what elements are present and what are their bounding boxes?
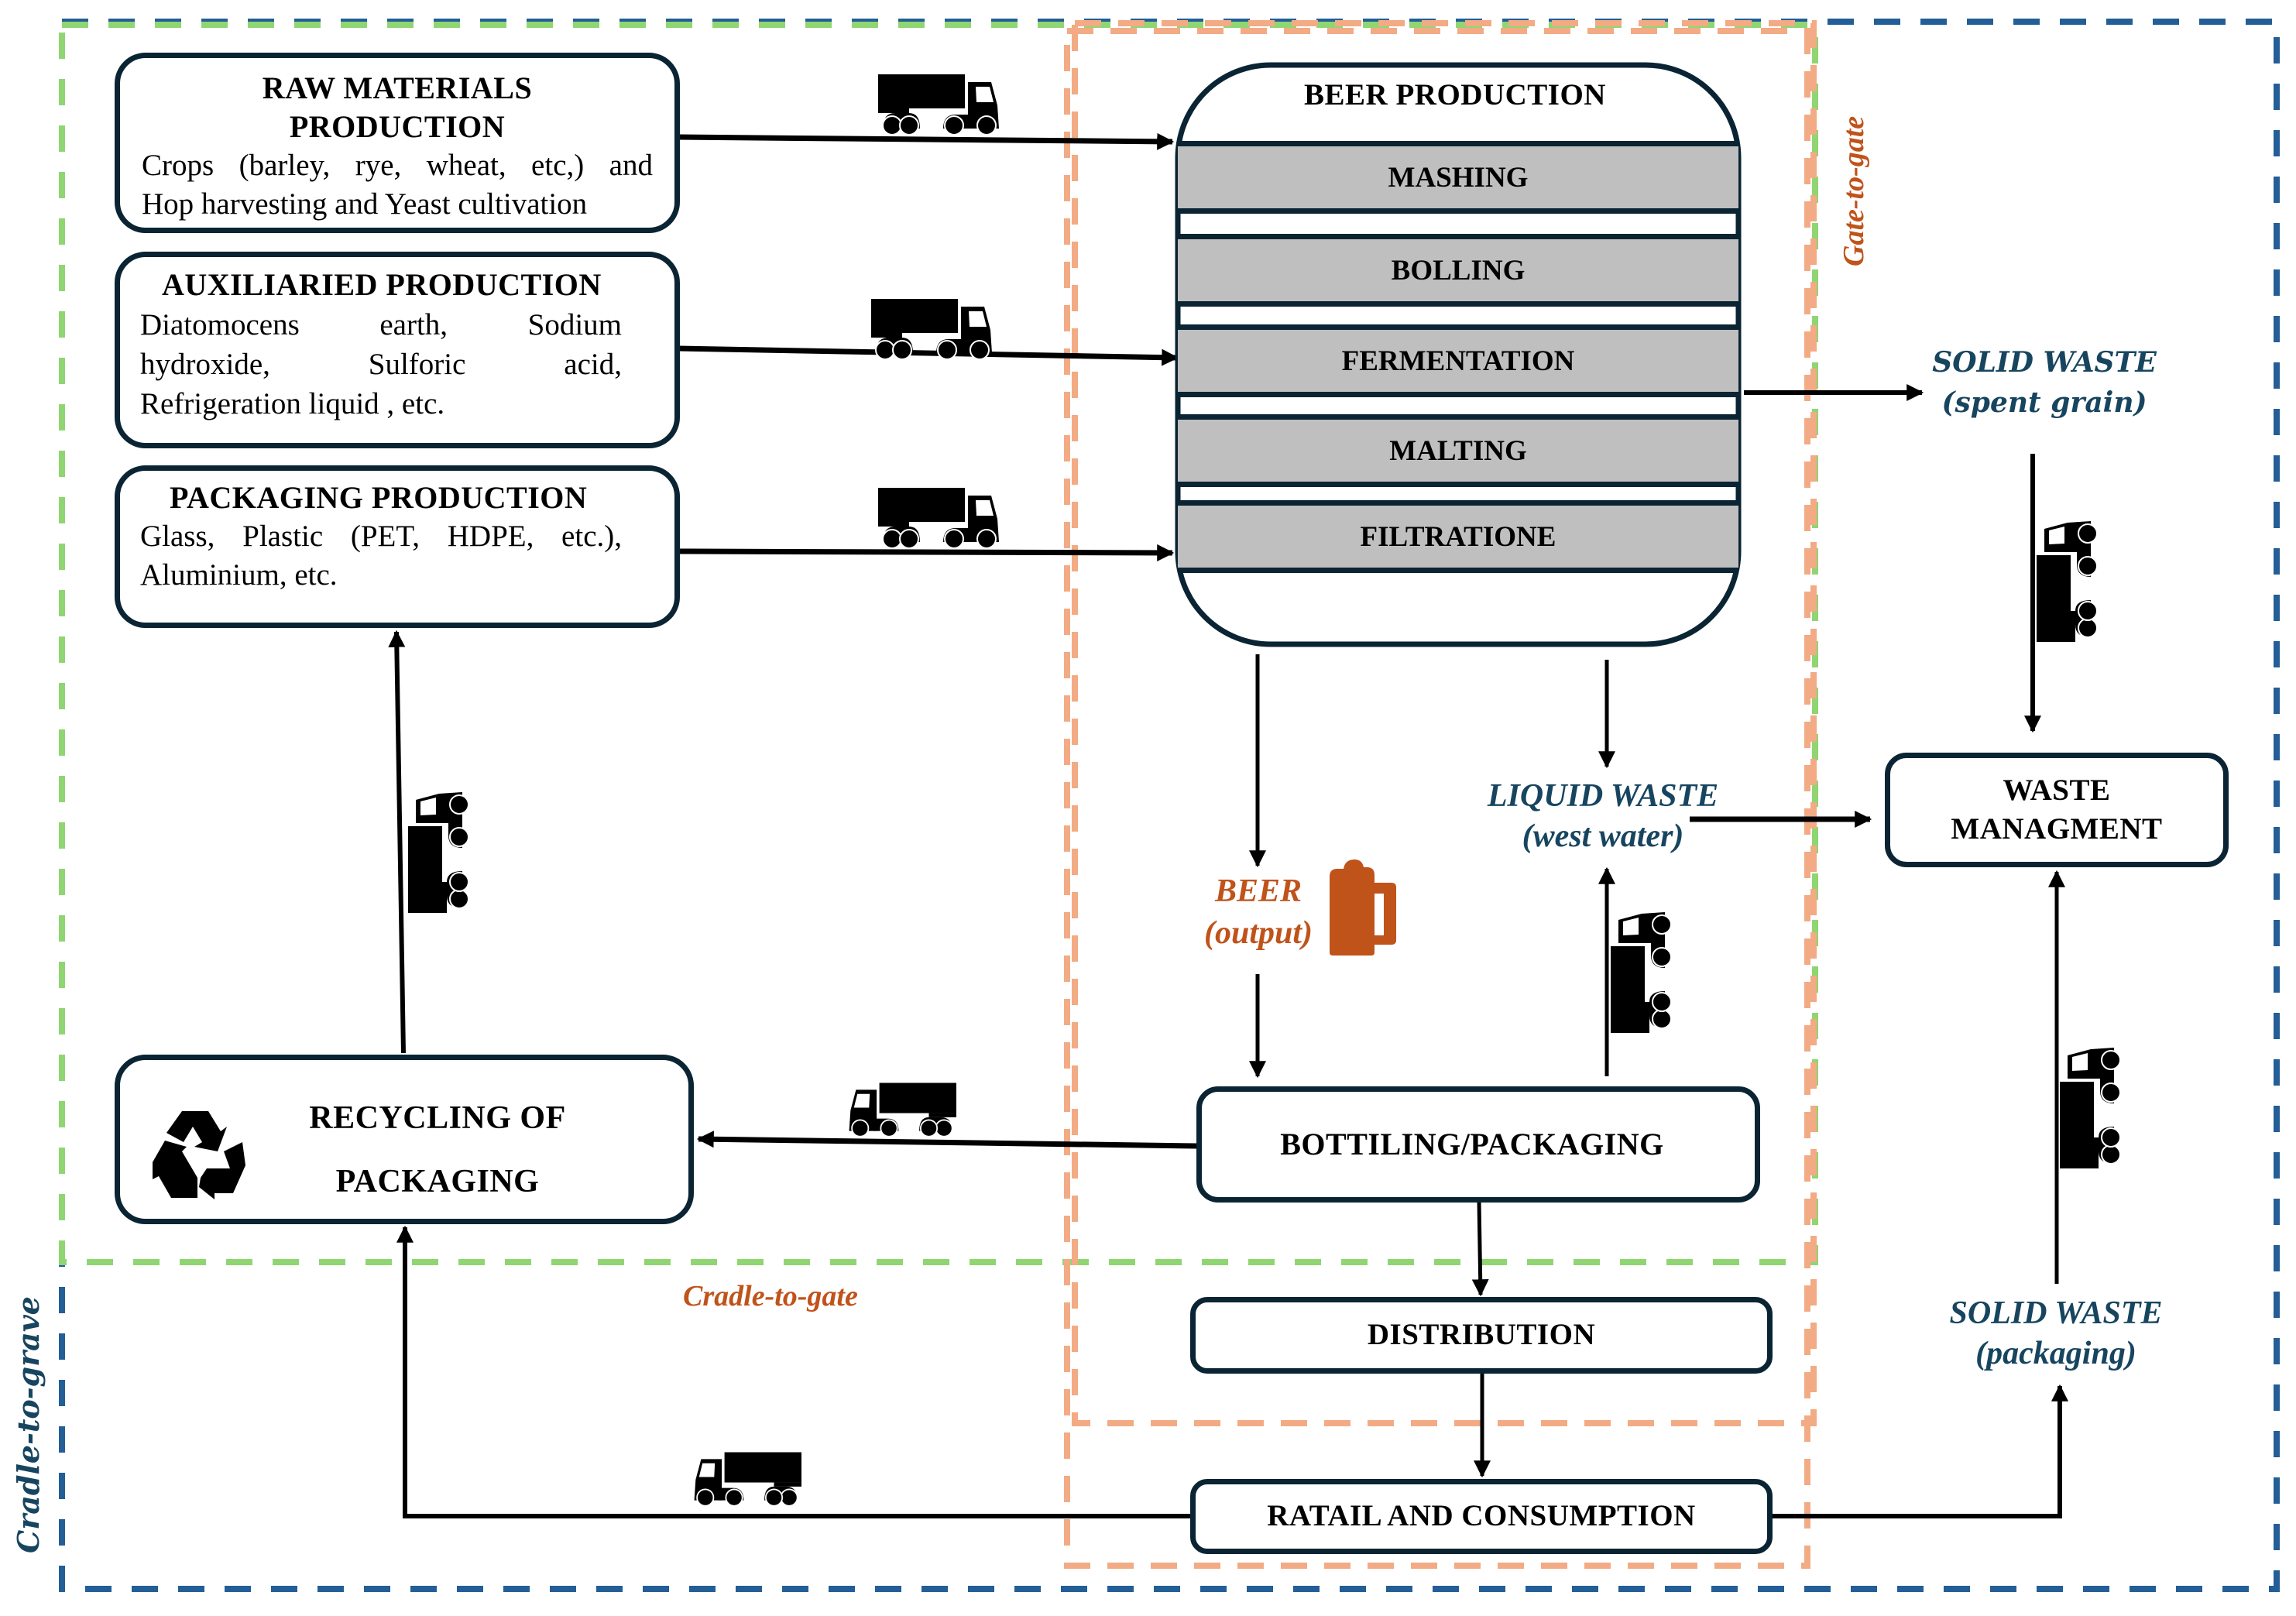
retail-consumption-label: RATAIL AND CONSUMPTION: [1267, 1499, 1696, 1533]
raw-materials-title-line1: RAW MATERIALS: [262, 70, 533, 105]
truck-icon: [870, 299, 994, 361]
auxiliary-body-line3: Refrigeration liquid , etc.: [140, 387, 445, 420]
stage-fermentation-label: FERMENTATION: [1341, 345, 1575, 377]
beer-mug-icon: [1330, 859, 1396, 956]
solid-waste-packaging-line2: (packaging): [1975, 1336, 2136, 1371]
arrow-bottling-to-recycling: [696, 1131, 1197, 1149]
bottling-packaging-box[interactable]: BOTTILING/PACKAGING: [1196, 1086, 1760, 1203]
arrow-raw-to-beer: [678, 132, 1175, 150]
arrow-bottling-to-distribution: [1471, 1200, 1489, 1297]
truck-icon: [2060, 1046, 2122, 1169]
beer-output-line2: (output): [1203, 915, 1313, 951]
packaging-body: Glass, Plastic (PET, HDPE, etc.), Alumin…: [140, 517, 622, 595]
distribution-box[interactable]: DISTRIBUTION: [1190, 1297, 1773, 1374]
raw-materials-box[interactable]: RAW MATERIALS PRODUCTION Crops (barley, …: [115, 53, 680, 233]
stage-mashing[interactable]: MASHING: [1178, 141, 1738, 214]
liquid-waste-label: LIQUID WASTE (west water): [1471, 776, 1735, 856]
solid-waste-packaging-label: SOLID WASTE (packaging): [1920, 1293, 2191, 1374]
auxiliary-body-line1: Diatomocens earth, Sodium: [140, 308, 622, 341]
stage-filtratione-label: FILTRATIONE: [1360, 520, 1556, 553]
raw-materials-title-line2: PRODUCTION: [289, 109, 506, 144]
distribution-retail-boundary: [1064, 28, 1810, 1569]
solid-waste-packaging-line1: SOLID WASTE: [1949, 1295, 2163, 1331]
solid-waste-grain-label: SOLID WASTE (spent grain): [1913, 342, 2176, 423]
truck-icon: [408, 791, 470, 914]
beer-production-title: BEER PRODUCTION: [1304, 78, 1606, 112]
arrow-pack-to-beer: [678, 544, 1175, 561]
arrow-retail-to-recycling: [396, 1225, 1190, 1518]
cradle-to-grave-label: Cradle-to-grave: [11, 1296, 46, 1553]
stage-bolling-label: BOLLING: [1391, 254, 1526, 286]
distribution-label: DISTRIBUTION: [1367, 1318, 1596, 1352]
stage-malting[interactable]: MALTING: [1178, 414, 1738, 487]
cradle-to-grave-boundary: [59, 19, 2280, 1592]
recycling-packaging-box[interactable]: RECYCLING OF PACKAGING: [115, 1055, 694, 1224]
solid-waste-grain-line1: SOLID WASTE: [1932, 346, 2157, 379]
recycling-line2: PACKAGING: [335, 1164, 540, 1199]
liquid-waste-line2: (west water): [1522, 818, 1684, 854]
stage-fermentation[interactable]: FERMENTATION: [1178, 324, 1738, 397]
arrow-aux-to-beer: [678, 345, 1179, 366]
raw-materials-body-line1: Crops (barley, rye, wheat, etc,) and: [142, 149, 653, 182]
arrow-recycling-to-packaging: [388, 630, 406, 1054]
stage-filtratione[interactable]: FILTRATIONE: [1178, 500, 1738, 573]
truck-icon: [1611, 911, 1673, 1034]
auxiliary-body-line2: hydroxide, Sulforic acid,: [140, 348, 622, 381]
packaging-title: PACKAGING PRODUCTION: [170, 480, 588, 515]
solid-waste-grain-line2: (spent grain): [1941, 386, 2147, 419]
auxiliary-title: AUXILIARIED PRODUCTION: [162, 267, 602, 302]
raw-materials-title: RAW MATERIALS PRODUCTION: [142, 69, 653, 146]
waste-management-line2: MANAGMENT: [1951, 812, 2163, 846]
truck-icon: [693, 1451, 801, 1507]
raw-materials-body: Crops (barley, rye, wheat, etc,) and Hop…: [142, 146, 653, 224]
recycling-line1: RECYCLING OF: [309, 1100, 566, 1136]
liquid-waste-line1: LIQUID WASTE: [1487, 778, 1719, 814]
bottling-packaging-label: BOTTILING/PACKAGING: [1280, 1127, 1664, 1161]
retail-consumption-box[interactable]: RATAIL AND CONSUMPTION: [1190, 1479, 1773, 1554]
gate-to-gate-label: Gate-to-gate: [1838, 115, 1870, 266]
recycle-icon: [153, 1111, 245, 1199]
beer-output-line1: BEER: [1214, 873, 1302, 909]
raw-materials-body-line2: Hop harvesting and Yeast cultivation: [142, 187, 588, 221]
cradle-to-gate-label: Cradle-to-gate: [683, 1280, 858, 1312]
packaging-body-line2: Aluminium, etc.: [140, 558, 338, 592]
auxiliary-production-box[interactable]: AUXILIARIED PRODUCTION Diatomocens earth…: [115, 252, 680, 448]
packaging-production-box[interactable]: PACKAGING PRODUCTION Glass, Plastic (PET…: [115, 465, 680, 628]
truck-icon: [877, 74, 1000, 136]
truck-icon: [848, 1082, 956, 1137]
stage-malting-label: MALTING: [1389, 434, 1527, 467]
truck-icon: [877, 488, 1000, 550]
arrow-retail-to-solid-waste-pack: [1772, 1384, 2068, 1518]
waste-management-box[interactable]: WASTE MANAGMENT: [1885, 753, 2229, 867]
stage-bolling[interactable]: BOLLING: [1178, 234, 1738, 307]
beer-output-label: BEER (output): [1193, 870, 1324, 954]
truck-icon: [2037, 520, 2099, 643]
auxiliary-body: Diatomocens earth, Sodium hydroxide, Sul…: [140, 305, 622, 424]
packaging-body-line1: Glass, Plastic (PET, HDPE, etc.),: [140, 520, 622, 553]
gate-to-gate-boundary: [1072, 20, 1817, 1426]
waste-management-line1: WASTE: [2003, 774, 2111, 807]
stage-mashing-label: MASHING: [1388, 161, 1529, 194]
